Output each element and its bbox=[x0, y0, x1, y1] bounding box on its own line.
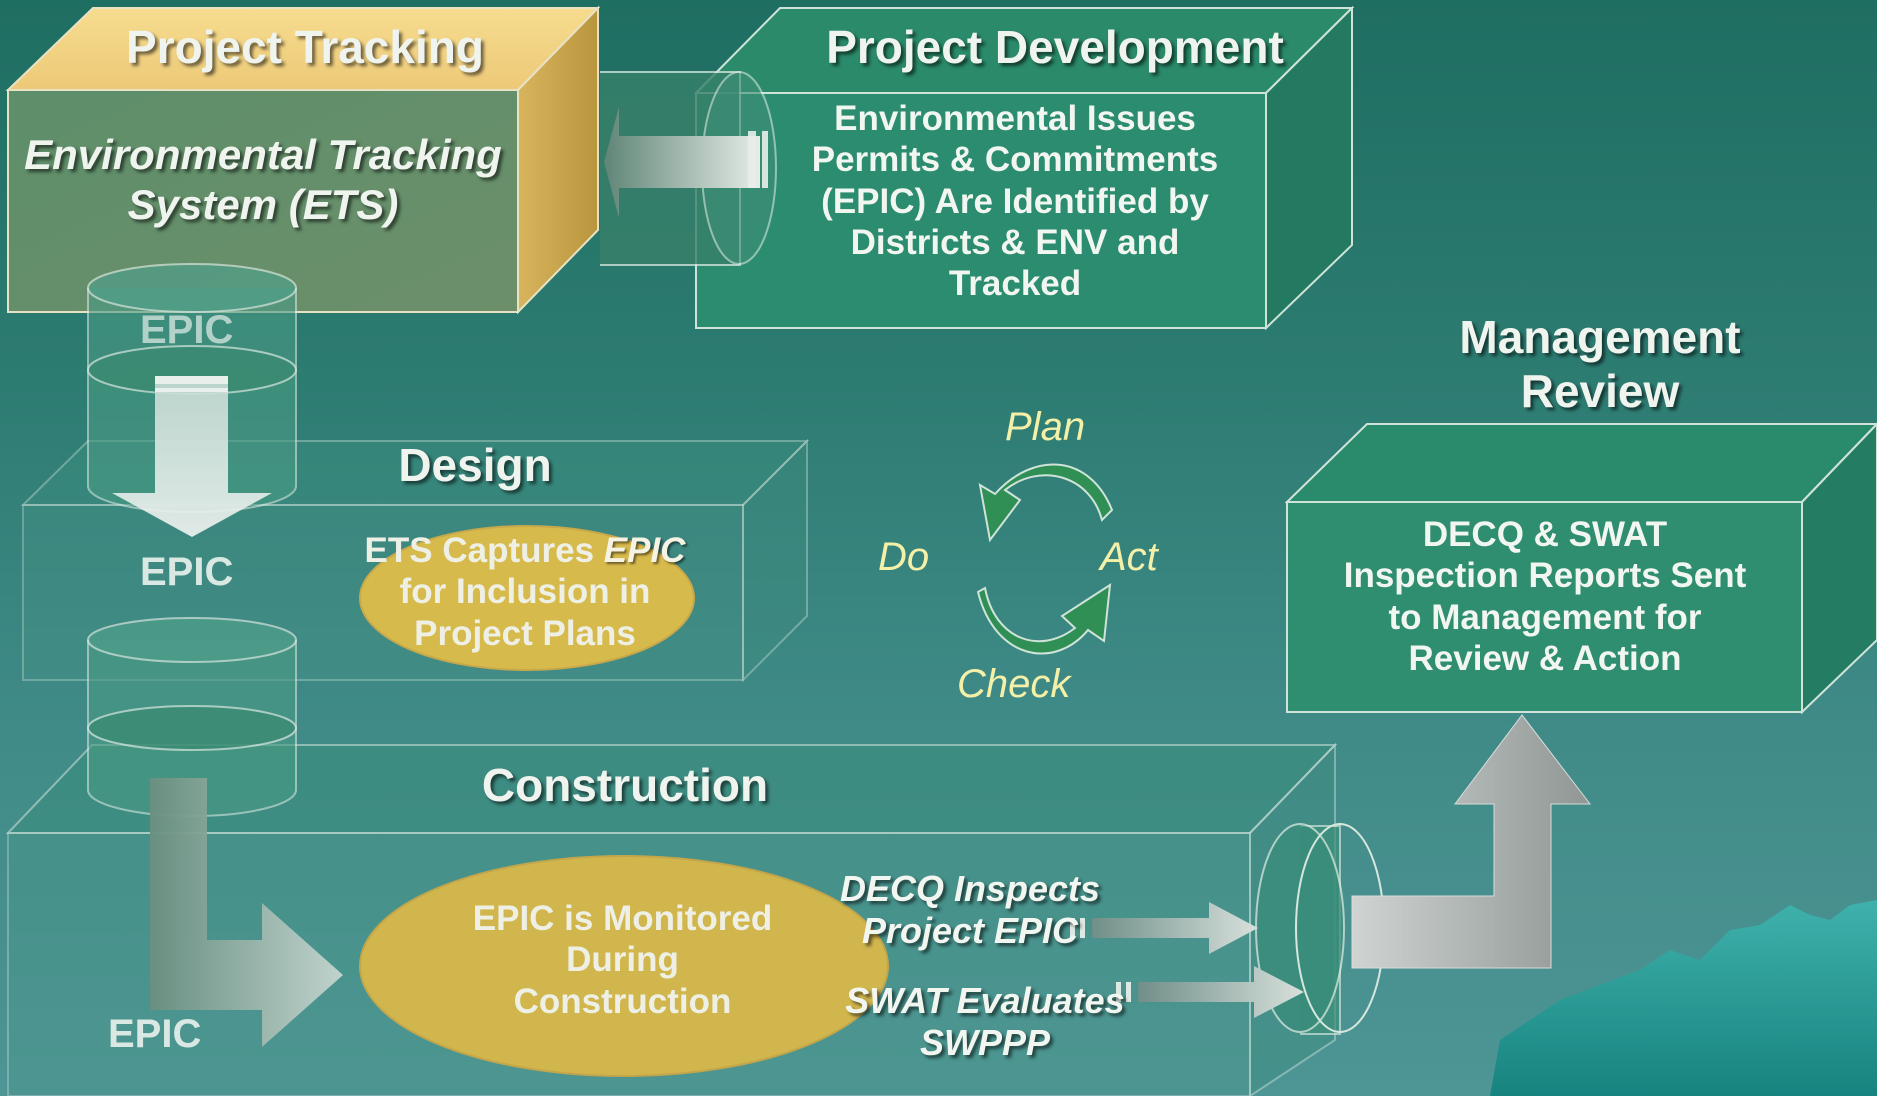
construction-ellipse-text: EPIC is Monitored During Construction bbox=[472, 899, 773, 1021]
design-epic: EPIC bbox=[140, 550, 234, 594]
design-title: Design bbox=[398, 439, 552, 491]
pdca-check: Check bbox=[957, 662, 1071, 706]
project-tracking-title: Project Tracking bbox=[126, 21, 484, 73]
development-description: Environmental Issues Permits & Commitmen… bbox=[811, 99, 1219, 304]
construction-ellipse-shape bbox=[359, 855, 889, 1077]
pdca-arrow-bottom bbox=[976, 583, 1112, 655]
design-ellipse-em: EPIC bbox=[603, 531, 686, 570]
bent-arrow bbox=[150, 778, 343, 1047]
construction-epic: EPIC bbox=[108, 1012, 202, 1056]
upper-cylinder-epic: EPIC bbox=[140, 308, 234, 352]
decq-inspects-label: DECQ Inspects Project EPIC bbox=[839, 868, 1101, 952]
project-development-box bbox=[693, 5, 1355, 331]
project-development-title: Project Development bbox=[826, 21, 1284, 73]
pdca-plan: Plan bbox=[1005, 405, 1086, 449]
swat-evaluates-label: SWAT Evaluates SWPPP bbox=[845, 980, 1125, 1064]
management-review-title: Management Review bbox=[1459, 311, 1741, 418]
design-ellipse-shape bbox=[359, 525, 695, 671]
upper-cylinder bbox=[87, 263, 297, 537]
inspect-arrow bbox=[1070, 902, 1258, 954]
mountain-decoration bbox=[1490, 900, 1877, 1096]
management-description: DECQ & SWAT Inspection Reports Sent to M… bbox=[1343, 515, 1747, 678]
design-ellipse-pre: ETS Captures bbox=[364, 531, 604, 570]
management-up-arrow bbox=[1351, 714, 1592, 969]
tube-connector bbox=[600, 71, 777, 266]
management-box bbox=[1284, 422, 1877, 715]
pdca-do: Do bbox=[878, 535, 930, 579]
design-ellipse-text: ETS Captures EPIC for Inclusion in Proje… bbox=[340, 530, 710, 654]
pdca-arrow-top bbox=[978, 463, 1114, 543]
ets-line-2: System (ETS) bbox=[127, 180, 399, 228]
lower-cylinder bbox=[87, 617, 297, 817]
ets-label: Environmental Tracking System (ETS) bbox=[8, 130, 518, 229]
pdca-cycle bbox=[976, 463, 1114, 655]
design-ellipse-post: for Inclusion in Project Plans bbox=[399, 572, 651, 653]
pdca-act: Act bbox=[1100, 535, 1158, 579]
ets-line-1: Environmental Tracking bbox=[24, 131, 502, 178]
swat-arrow bbox=[1116, 966, 1304, 1018]
construction-title: Construction bbox=[481, 759, 769, 811]
